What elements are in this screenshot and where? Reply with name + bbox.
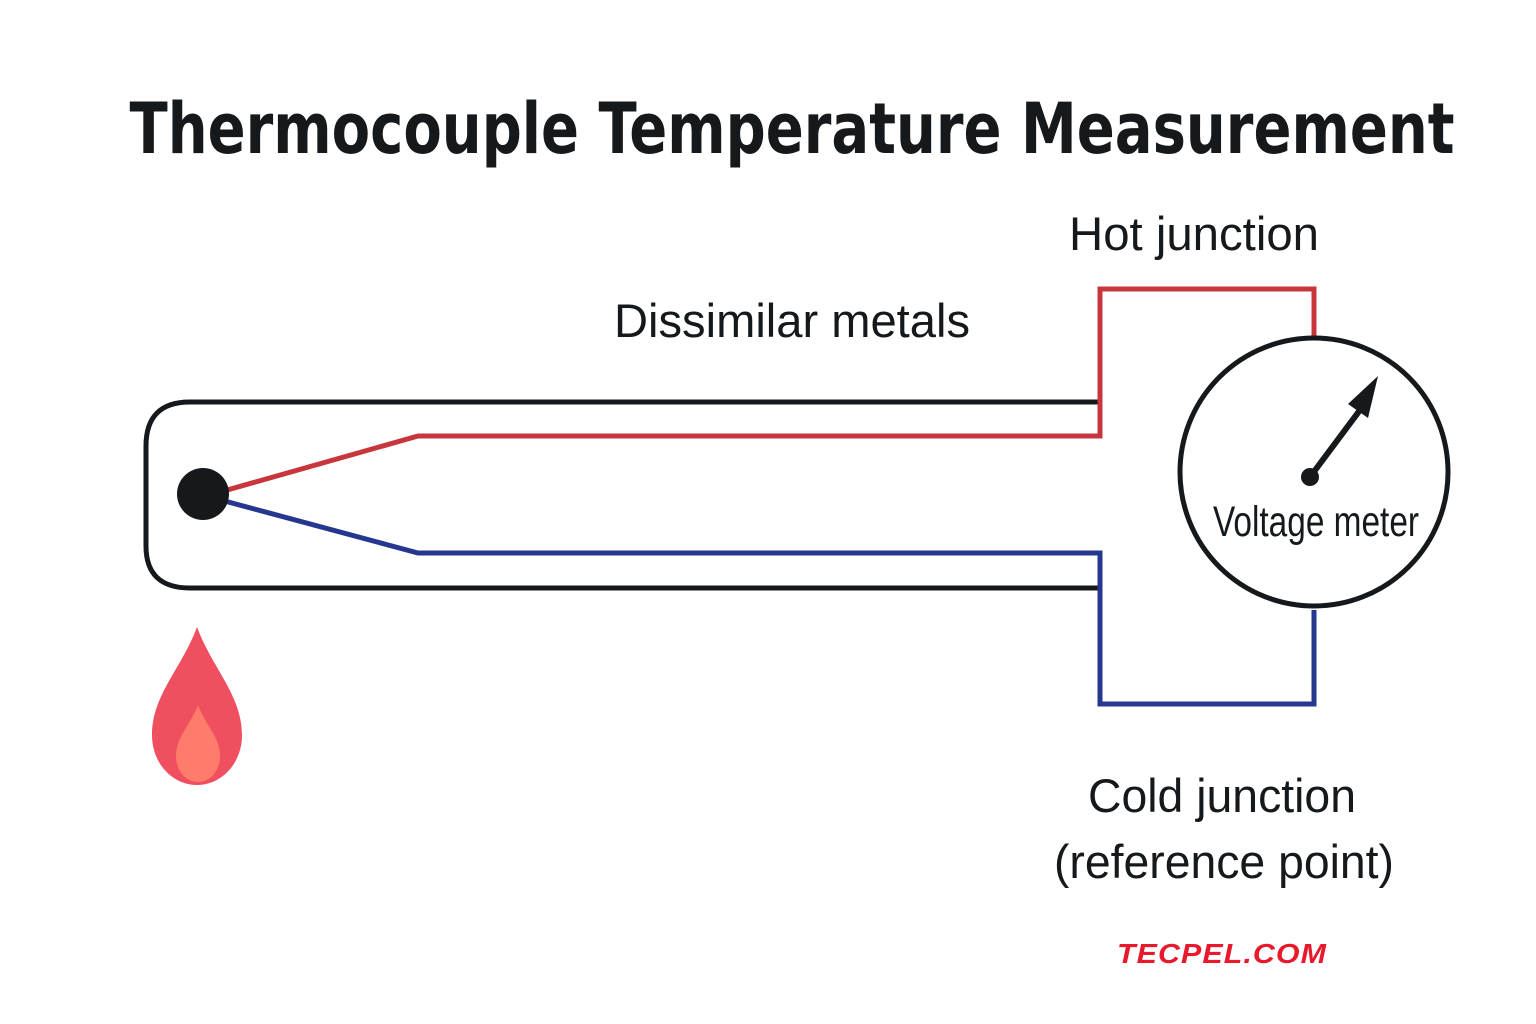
junction-dot-icon bbox=[177, 468, 229, 520]
dissimilar-metals-label: Dissimilar metals bbox=[614, 294, 970, 347]
probe-sheath bbox=[143, 399, 1098, 591]
voltage-meter-label: Voltage meter bbox=[1213, 498, 1419, 546]
flame-icon bbox=[152, 627, 242, 785]
reference-point-label: (reference point) bbox=[1054, 835, 1394, 888]
page-title: Thermocouple Temperature Measurement bbox=[130, 88, 1455, 170]
needle-arrow-icon bbox=[1301, 376, 1378, 486]
voltage-meter: Voltage meter bbox=[1177, 335, 1451, 609]
blue-wire bbox=[205, 493, 1317, 707]
hot-junction-label: Hot junction bbox=[1069, 207, 1319, 260]
red-wire bbox=[205, 286, 1317, 499]
brand-watermark: TECPEL.COM bbox=[1117, 938, 1327, 969]
cold-junction-label: Cold junction bbox=[1088, 769, 1356, 822]
